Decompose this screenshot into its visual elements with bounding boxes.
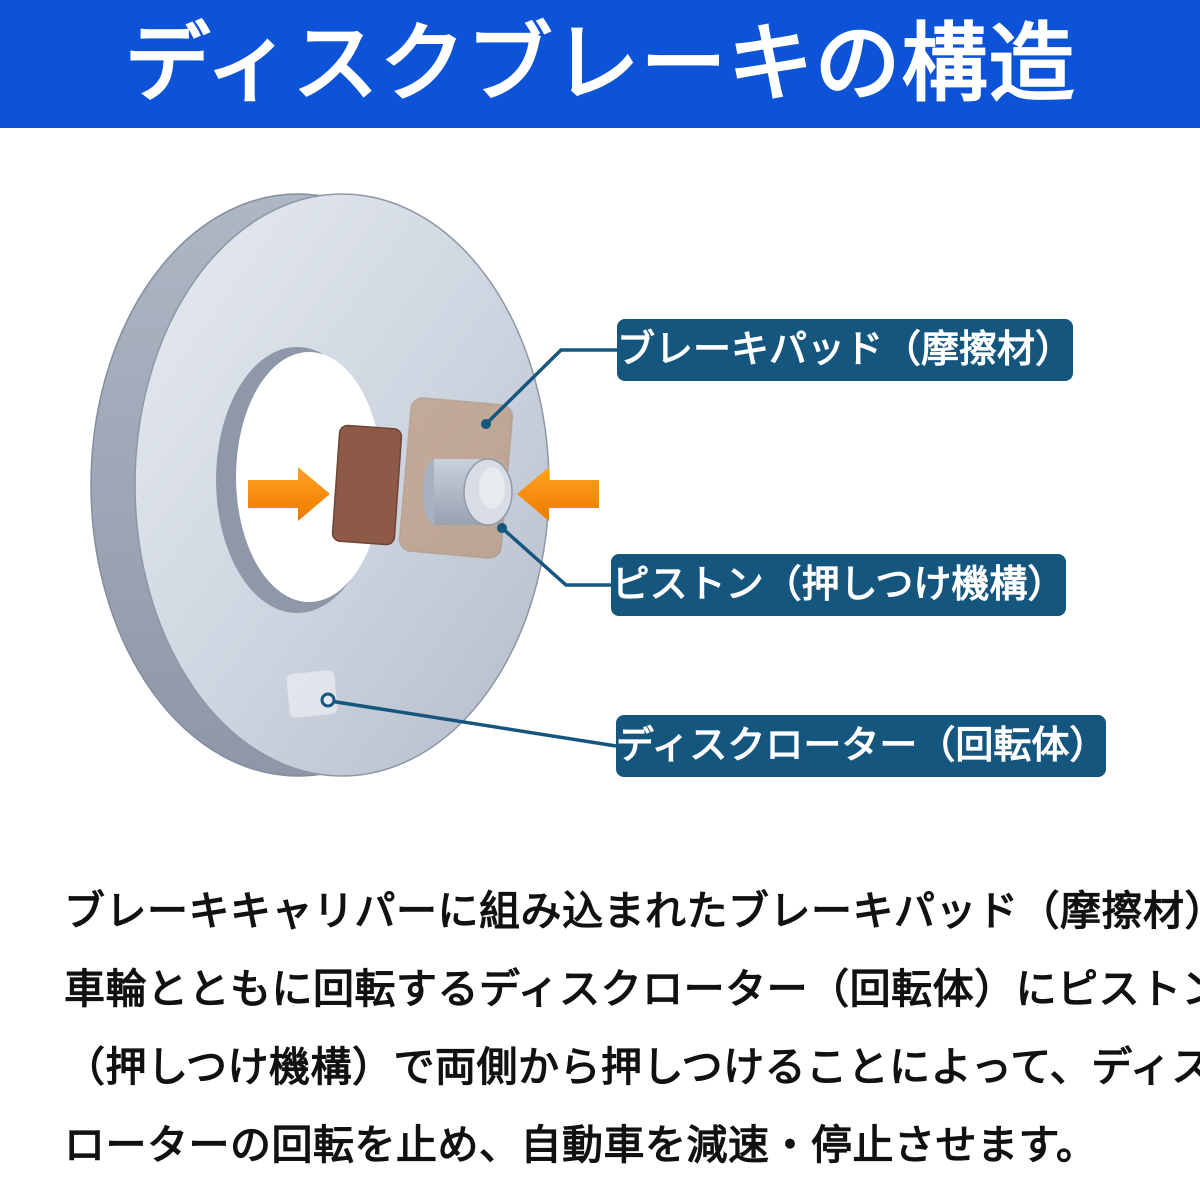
piston-shape	[423, 458, 513, 526]
leader-line-brake-pad	[484, 348, 617, 426]
label-piston: ピストン（押しつけ機構）	[611, 554, 1066, 616]
pressure-arrow-right-icon	[517, 467, 599, 521]
disc-brake-diagram	[90, 193, 617, 777]
description-line-4: ローターの回転を止め、自動車を減速・停止させます。	[64, 1122, 1098, 1168]
description-line-3: （押しつけ機構）で両側から押しつけることによって、ディスク	[64, 1044, 1200, 1090]
page-title: ディスクブレーキの構造	[124, 16, 1076, 112]
anchor-dot-piston	[497, 523, 507, 533]
leader-line-piston	[500, 526, 611, 587]
description-line-1: ブレーキキャリパーに組み込まれたブレーキパッド（摩擦材）を	[64, 888, 1200, 934]
anchor-dot-brake-pad	[481, 419, 491, 429]
brake-pad-shape	[331, 424, 403, 546]
leader-line-disc-rotor	[329, 699, 617, 748]
label-brake-pad: ブレーキパッド（摩擦材）	[617, 319, 1073, 381]
description-paragraph: ブレーキキャリパーに組み込まれたブレーキパッド（摩擦材）を 車輪とともに回転する…	[64, 872, 1200, 1184]
pressure-arrow-left-icon	[248, 467, 330, 521]
description-line-2: 車輪とともに回転するディスクローター（回転体）にピストン	[64, 966, 1200, 1012]
label-disc-rotor: ディスクローター（回転体）	[616, 715, 1107, 777]
anchor-dot-disc-rotor	[320, 692, 336, 708]
header-banner: ディスクブレーキの構造	[0, 0, 1200, 128]
